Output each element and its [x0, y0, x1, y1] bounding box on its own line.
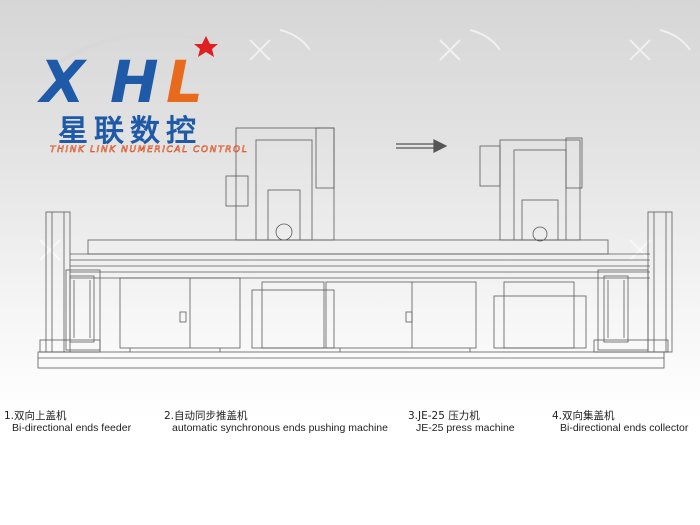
- caption-en: Bi-directional ends feeder: [12, 422, 132, 434]
- flow-arrow: [396, 139, 448, 153]
- base-platform: [37, 351, 665, 369]
- watermark-logos: [39, 29, 691, 261]
- caption-en: automatic synchronous ends pushing machi…: [172, 422, 388, 434]
- svg-text:L: L: [166, 48, 203, 116]
- machine-feet: [129, 348, 471, 352]
- brand-name-en: THINK LINK NUMERICAL CONTROL: [50, 145, 249, 156]
- xl-monogram-icon: X H L: [37, 32, 218, 116]
- caption-cn: 4.双向集盖机: [552, 410, 615, 422]
- ends-collector: [593, 211, 673, 353]
- svg-text:X: X: [37, 48, 88, 116]
- ends-feeder: [39, 211, 101, 353]
- caption-ends-collector: 4.双向集盖机 Bi-directional ends collector: [552, 410, 688, 434]
- caption-cn: 1.双向上盖机: [4, 410, 67, 422]
- press-machine-1: [225, 127, 335, 349]
- caption-ends-feeder: 1.双向上盖机 Bi-directional ends feeder: [4, 410, 131, 434]
- caption-en: Bi-directional ends collector: [560, 422, 689, 434]
- svg-text:H: H: [110, 48, 159, 116]
- caption-cn: 2.自动同步推盖机: [164, 410, 248, 422]
- company-logo: X H L 星联数控 THINK LINK NUMERICAL CONTROL: [28, 28, 248, 168]
- caption-en: JE-25 press machine: [416, 422, 515, 434]
- caption-cn: 3.JE-25 压力机: [408, 410, 480, 422]
- star-icon: [194, 36, 218, 57]
- caption-pushing-machine: 2.自动同步推盖机 automatic synchronous ends pus…: [164, 410, 388, 434]
- brand-name-cn: 星联数控: [58, 114, 202, 149]
- press-machine-2: [479, 137, 587, 349]
- ends-pushing-machine: [119, 277, 477, 349]
- conveyor-track: [70, 239, 650, 279]
- caption-press-machine: 3.JE-25 压力机 JE-25 press machine: [408, 410, 515, 434]
